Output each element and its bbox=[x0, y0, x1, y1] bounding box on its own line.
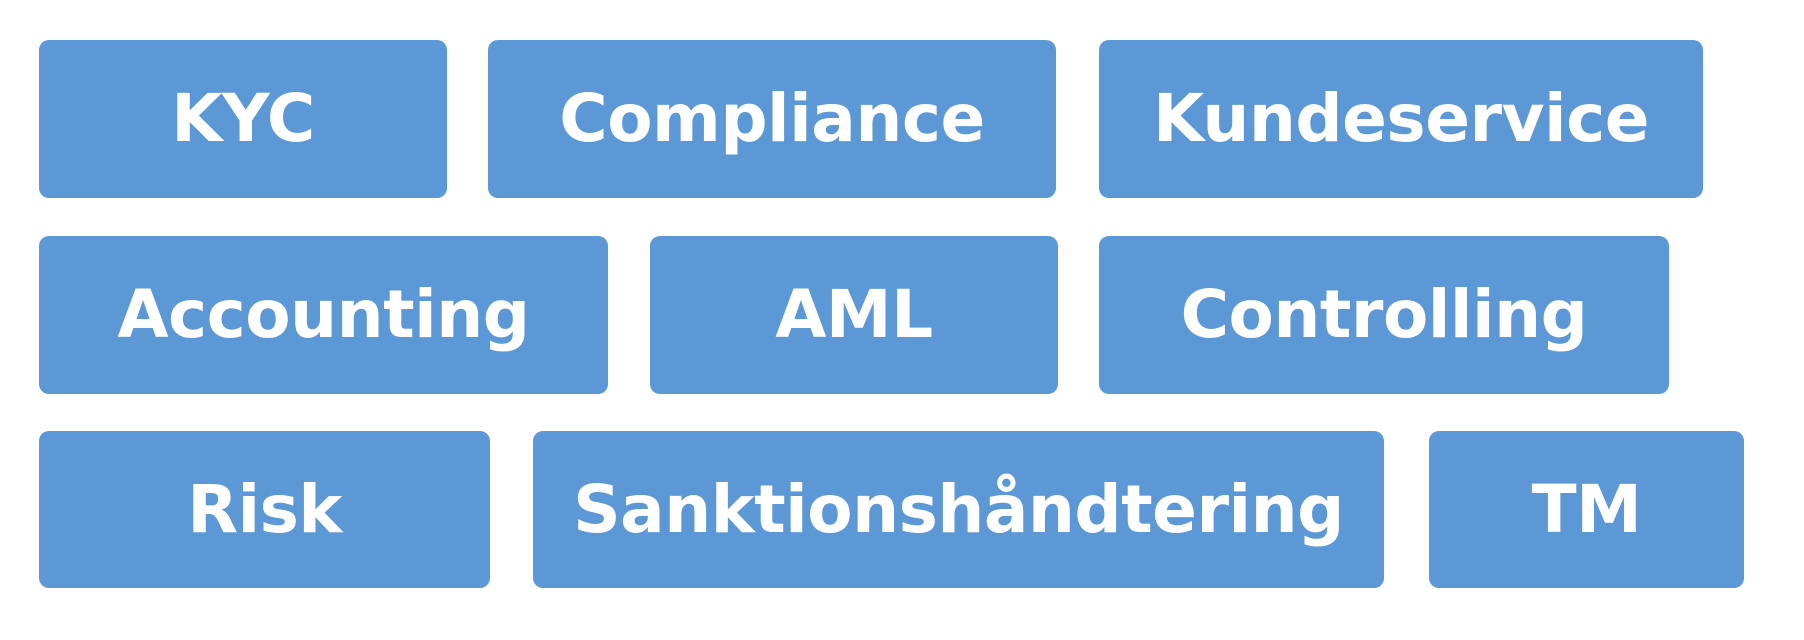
tile-compliance[interactable]: Compliance bbox=[488, 40, 1056, 198]
tile-risk-label: Risk bbox=[187, 470, 342, 548]
tile-controlling[interactable]: Controlling bbox=[1099, 236, 1669, 394]
tile-compliance-label: Compliance bbox=[559, 80, 985, 157]
tile-kundeservice-label: Kundeservice bbox=[1152, 80, 1650, 157]
tile-sanktionshaandtering-label: Sanktionshåndtering bbox=[573, 470, 1344, 548]
tile-controlling-label: Controlling bbox=[1180, 276, 1588, 353]
tile-tm-label: TM bbox=[1531, 470, 1642, 548]
tile-accounting-label: Accounting bbox=[117, 276, 530, 353]
tile-kyc[interactable]: KYC bbox=[39, 40, 447, 198]
tile-aml[interactable]: AML bbox=[650, 236, 1058, 394]
tile-kyc-label: KYC bbox=[171, 80, 315, 157]
tile-aml-label: AML bbox=[775, 276, 933, 353]
tile-tm[interactable]: TM bbox=[1429, 431, 1744, 588]
tile-sanktionshaandtering[interactable]: Sanktionshåndtering bbox=[533, 431, 1384, 588]
tile-kundeservice[interactable]: Kundeservice bbox=[1099, 40, 1703, 198]
tile-accounting[interactable]: Accounting bbox=[39, 236, 608, 394]
tile-risk[interactable]: Risk bbox=[39, 431, 490, 588]
